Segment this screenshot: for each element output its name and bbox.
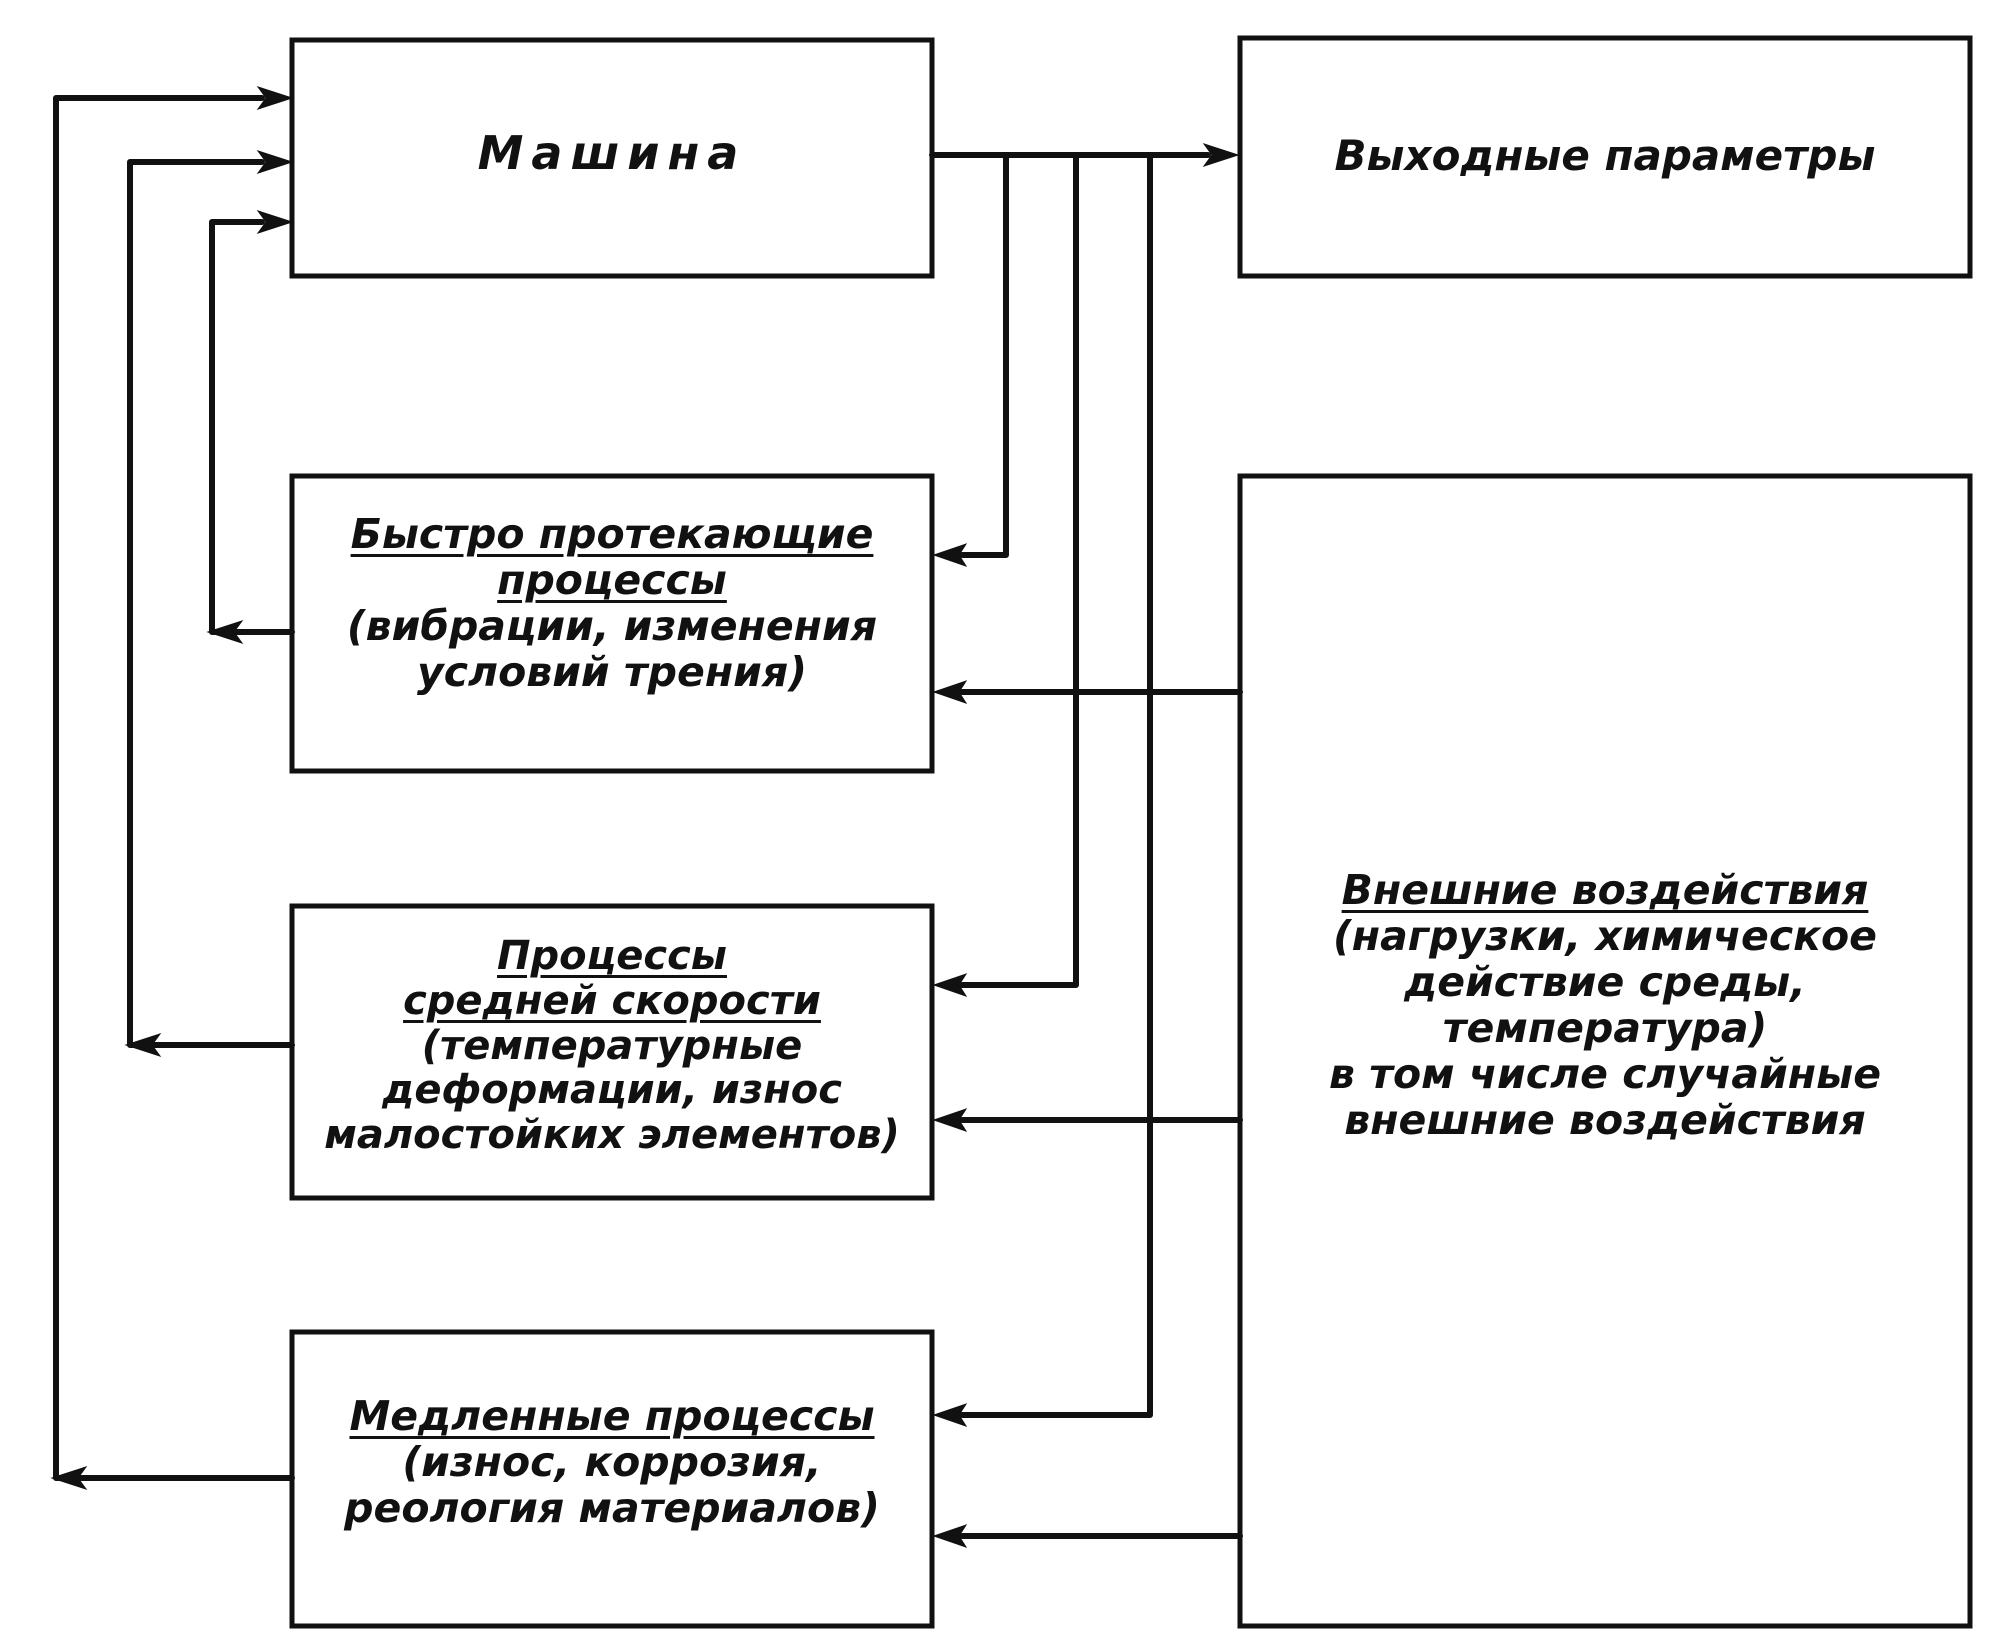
- external-effects-box: [1237, 473, 1973, 1629]
- external-effects-label: Внешние воздействия (нагрузки, химическо…: [1240, 866, 1970, 1144]
- slow-detail-line-1: (износ, коррозия,: [402, 1437, 822, 1486]
- medium-title-line-1: Процессы: [497, 933, 727, 979]
- medium-detail-line-2: деформации, износ: [382, 1067, 842, 1114]
- bus-to-fast-line: [959, 152, 1009, 558]
- slow-processes-box: [289, 1329, 935, 1629]
- medium-feedback-line: [127, 159, 295, 1048]
- external-detail-line-5: внешние воздействия: [1344, 1095, 1866, 1144]
- fast-feedback-out-arrowhead: [206, 620, 244, 644]
- fast-detail-line-1: (вибрации, изменения: [346, 601, 878, 650]
- machine-box: [289, 37, 935, 279]
- external-to-slow-arrowhead: [932, 1524, 968, 1548]
- outputs-label: Выходные параметры: [1240, 132, 1970, 179]
- machine-title: Машина: [477, 126, 747, 180]
- bus-to-medium-arrowhead: [932, 973, 968, 997]
- external-to-fast-arrowhead: [932, 680, 968, 704]
- slow-feedback-out-arrowhead: [50, 1466, 88, 1490]
- fast-processes-label: Быстро протекающие процессы (вибрации, и…: [292, 510, 932, 696]
- medium-title-line-2: средней скорости: [403, 977, 821, 1024]
- bus-to-slow-arrowhead: [932, 1403, 968, 1427]
- external-detail-line-1: (нагрузки, химическое: [1333, 911, 1877, 960]
- slow-feedback-in-arrowhead: [256, 86, 294, 110]
- outputs-box: [1237, 35, 1973, 279]
- outputs-title: Выходные параметры: [1334, 131, 1876, 180]
- machine-label: Машина: [292, 126, 932, 180]
- bus-to-slow-line: [959, 152, 1153, 1418]
- slow-feedback-line: [53, 95, 295, 1481]
- medium-processes-label: Процессы средней скорости (температурные…: [292, 934, 932, 1158]
- fast-processes-box: [289, 473, 935, 774]
- slow-title-line-1: Медленные процессы: [349, 1392, 875, 1440]
- medium-feedback-out-arrowhead: [124, 1033, 162, 1057]
- medium-feedback-in-arrowhead: [256, 150, 294, 174]
- outputs-arrowhead: [1202, 143, 1240, 167]
- external-title-line-1: Внешние воздействия: [1341, 866, 1869, 914]
- fast-feedback-in-arrowhead: [256, 210, 294, 234]
- bus-to-fast-arrowhead: [932, 543, 968, 567]
- external-to-medium-arrowhead: [932, 1108, 968, 1132]
- bus-to-medium-line: [959, 152, 1079, 988]
- medium-processes-box: [289, 903, 935, 1201]
- slow-processes-label: Медленные процессы (износ, коррозия, рео…: [292, 1392, 932, 1532]
- fast-detail-line-2: условий трения): [417, 647, 807, 696]
- medium-detail-line-3: малостойких элементов): [324, 1112, 900, 1159]
- external-detail-line-4: в том числе случайные: [1328, 1049, 1882, 1098]
- external-detail-line-3: температура): [1442, 1003, 1768, 1052]
- fast-feedback-line: [209, 219, 295, 635]
- external-detail-line-2: действие среды,: [1404, 957, 1806, 1006]
- medium-detail-line-1: (температурные: [421, 1022, 803, 1069]
- slow-detail-line-2: реология материалов): [344, 1483, 880, 1532]
- fast-title-line-2: процессы: [497, 555, 727, 604]
- fast-title-line-1: Быстро протекающие: [350, 510, 874, 558]
